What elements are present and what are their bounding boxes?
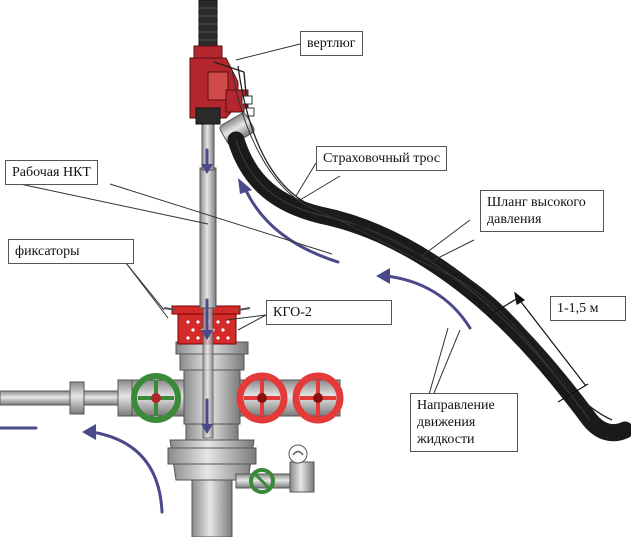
- leader-lines: [19, 43, 475, 399]
- red-valve-handwheel-2: [292, 372, 344, 424]
- left-flow-line: [0, 379, 133, 417]
- flow-label-line-3: жидкости: [417, 432, 475, 447]
- flow-label-line-2: движения: [417, 415, 476, 430]
- hose-label: Шланг высокого давления: [480, 190, 604, 232]
- hose-label-line-2: давления: [487, 212, 542, 227]
- flow-direction-label: Направление движения жидкости: [410, 393, 518, 452]
- casing-head: [167, 419, 257, 537]
- green-valve-handwheel: [131, 373, 181, 423]
- working-tubing-pipe: [199, 117, 217, 439]
- kgo-2-label: КГО-2: [266, 300, 392, 325]
- working-tubing-label: Рабочая НКТ: [5, 160, 98, 185]
- hose-label-line-1: Шланг высокого: [487, 195, 586, 210]
- side-outlet: [235, 444, 315, 494]
- length-dimension: [487, 291, 589, 403]
- safety-rope-label: Страховочный трос: [316, 146, 448, 171]
- safety-rope: [231, 65, 613, 421]
- swivel-unit: [189, 0, 255, 125]
- length-label: 1-1,5 м: [550, 296, 626, 321]
- high-pressure-hose: [227, 131, 631, 442]
- red-valve-handwheel-1: [236, 372, 288, 424]
- flow-label-line-1: Направление: [417, 398, 495, 413]
- clamps-label: фиксаторы: [8, 239, 134, 264]
- swivel-label: вертлюг: [300, 31, 363, 56]
- flow-arrows: [0, 148, 472, 514]
